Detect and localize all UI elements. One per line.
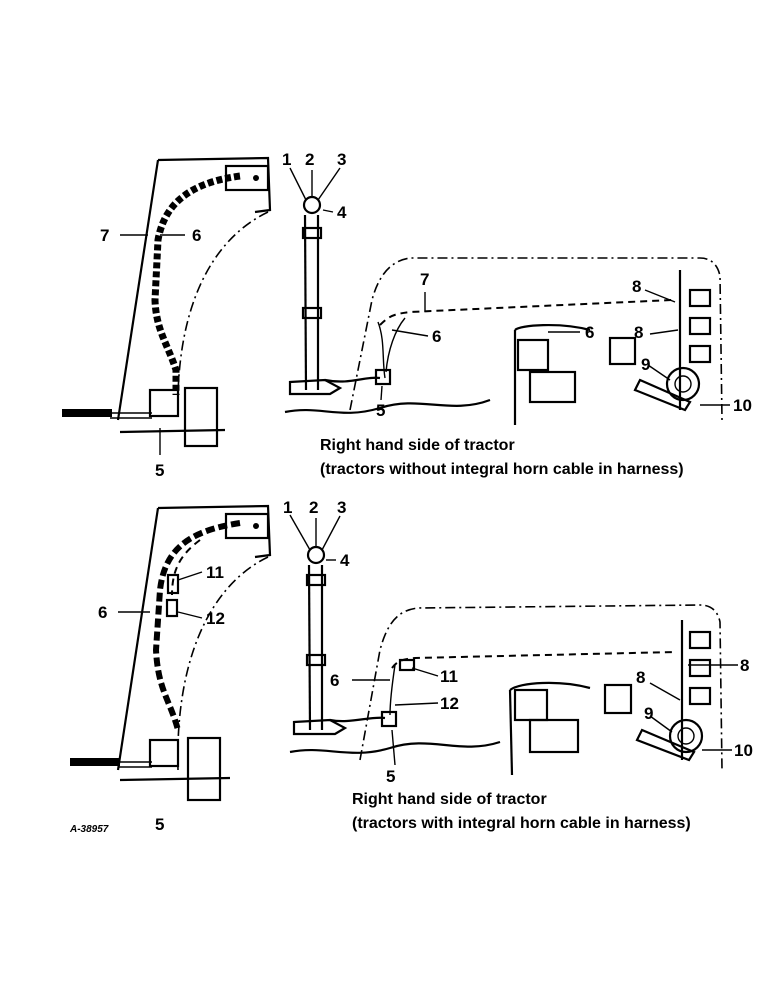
b-label-6-right: 6 — [330, 671, 339, 690]
bottom-caption-line2: (tractors with integral horn cable in ha… — [352, 815, 691, 832]
label-7-right: 7 — [420, 270, 429, 289]
label-8-top: 8 — [632, 277, 641, 296]
bottom-leader-lines — [118, 514, 738, 766]
b-label-8-lower: 8 — [636, 668, 645, 687]
label-9: 9 — [641, 355, 650, 374]
reference-code: A-38957 — [69, 824, 109, 835]
b-label-3: 3 — [337, 498, 346, 517]
b-label-5-right: 5 — [386, 767, 395, 786]
top-leader-lines — [120, 167, 730, 406]
b-label-12-right: 12 — [440, 694, 459, 713]
b-label-2: 2 — [309, 498, 318, 517]
b-label-9: 9 — [644, 704, 653, 723]
top-caption-line1: Right hand side of tractor — [320, 437, 515, 454]
label-1: 1 — [282, 150, 291, 169]
top-hood-view — [284, 257, 723, 425]
b-label-4: 4 — [340, 551, 350, 570]
label-2: 2 — [305, 150, 314, 169]
label-6-right: 6 — [585, 323, 594, 342]
label-10: 10 — [733, 396, 752, 415]
b-label-12-left: 12 — [206, 609, 225, 628]
label-5-right: 5 — [376, 401, 385, 420]
bottom-hood-view — [289, 604, 723, 776]
b-label-11-left: 11 — [206, 563, 224, 582]
label-7-left: 7 — [100, 226, 109, 245]
top-caption-line2: (tractors without integral horn cable in… — [320, 461, 684, 478]
label-6-mid: 6 — [432, 327, 441, 346]
top-fender-view — [62, 156, 272, 455]
b-label-5-left: 5 — [155, 815, 164, 834]
label-4: 4 — [337, 203, 347, 222]
b-label-8-right: 8 — [740, 656, 749, 675]
bottom-figure: 1 2 3 4 11 6 12 5 11 6 12 5 8 8 9 10 Rig… — [69, 498, 753, 835]
bottom-steering-column — [292, 545, 398, 736]
label-6-left: 6 — [192, 226, 201, 245]
label-5-left: 5 — [155, 461, 164, 480]
bottom-caption-line1: Right hand side of tractor — [352, 791, 547, 808]
label-3: 3 — [337, 150, 346, 169]
b-label-10: 10 — [734, 741, 753, 760]
b-label-1: 1 — [283, 498, 292, 517]
label-8-lower: 8 — [634, 323, 643, 342]
b-label-6-left: 6 — [98, 603, 107, 622]
b-label-11-right: 11 — [440, 667, 458, 686]
top-steering-column — [288, 195, 392, 396]
bottom-fender-view — [70, 504, 272, 802]
top-figure: 1 2 3 4 7 6 5 7 6 6 5 8 8 9 10 Right han… — [62, 150, 752, 480]
